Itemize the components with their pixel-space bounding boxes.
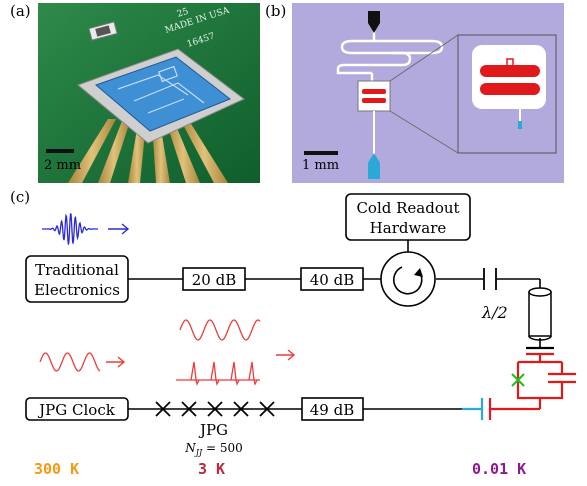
attenuator-20db: 20 dB — [182, 267, 246, 291]
lambda-half-resonator — [528, 287, 552, 341]
jpg-clock-label: JPG Clock — [37, 401, 116, 419]
traditional-electronics-line2: Electronics — [34, 281, 120, 299]
jpg-clock-box: JPG Clock — [25, 397, 129, 421]
jpg-label: JPG — [198, 421, 228, 439]
attenuator-20db-label: 20 dB — [192, 271, 236, 289]
board-text-1: 25 — [176, 7, 190, 20]
chip-photo: 25 MADE IN USA 16457 2 mm — [38, 3, 260, 183]
qubit-pad-top — [480, 65, 540, 77]
cold-readout-hardware-box: Cold Readout Hardware — [345, 193, 471, 241]
qubit-circuit — [490, 346, 576, 411]
microwave-pulse-blue — [42, 213, 130, 245]
scale-bar-b-label: 1 mm — [302, 158, 339, 173]
attenuator-49db: 49 dB — [301, 397, 364, 421]
coupling-capacitor-top — [483, 268, 497, 290]
temp-3k: 3 K — [198, 460, 226, 478]
input-port — [368, 11, 380, 33]
panel-b-label: (b) — [265, 2, 287, 20]
panel-a-label: (a) — [10, 2, 31, 20]
attenuator-40db: 40 dB — [300, 267, 364, 291]
sine-wave-red-top — [179, 319, 261, 341]
arrow-red-right — [276, 349, 296, 361]
jpg-nj-label: NJJ = 500 — [184, 441, 243, 457]
temp-300k: 300 K — [34, 460, 80, 478]
qubit-pad-bottom — [480, 83, 540, 95]
cold-readout-line1: Cold Readout — [356, 199, 459, 217]
wires — [128, 240, 541, 410]
cold-readout-line2: Hardware — [370, 219, 447, 237]
traditional-electronics-box: Traditional Electronics — [25, 255, 129, 303]
temp-0.01k: 0.01 K — [472, 460, 527, 478]
traditional-electronics-line1: Traditional — [35, 261, 119, 279]
circulator-icon — [380, 251, 436, 307]
chip-die — [95, 56, 231, 132]
josephson-junction-icon — [511, 373, 525, 387]
scale-bar-a-label: 2 mm — [44, 158, 81, 173]
scale-bar-a — [46, 149, 74, 153]
chip-layout: 1 mm — [292, 3, 564, 183]
drive-capacitor — [462, 398, 484, 420]
attenuator-40db-label: 40 dB — [310, 271, 354, 289]
pulse-train-red — [176, 361, 260, 386]
jpg-junction-array — [155, 401, 275, 417]
drive-port — [368, 153, 380, 179]
attenuator-49db-label: 49 dB — [310, 401, 354, 419]
panel-c-label: (c) — [10, 188, 31, 206]
scale-bar-b — [304, 151, 338, 155]
sine-wave-red-left — [39, 352, 126, 372]
lambda-half-label: λ/2 — [481, 303, 508, 322]
